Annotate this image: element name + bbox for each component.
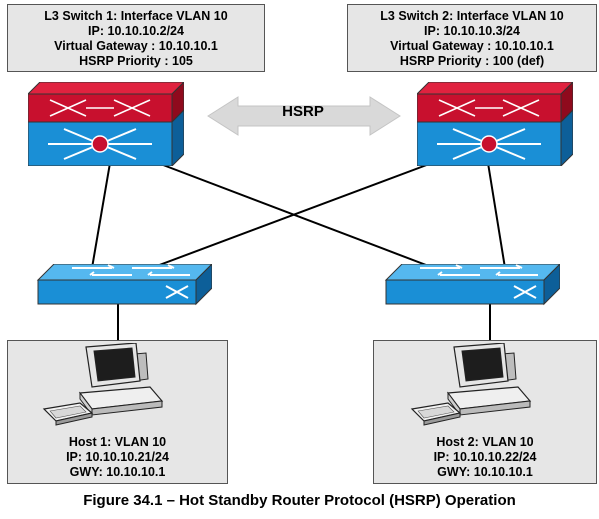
l3-switch-1-info: L3 Switch 1: Interface VLAN 10 IP: 10.10… [7, 4, 265, 72]
host-line: GWY: 10.10.10.1 [437, 465, 533, 479]
host-1-label: Host 1: VLAN 10 IP: 10.10.10.21/24 GWY: … [7, 435, 228, 480]
link-l3sw2-accsw2 [487, 162, 506, 269]
l3-switch-1-icon [28, 82, 184, 166]
info-line: IP: 10.10.10.2/24 [88, 24, 184, 38]
info-line: L3 Switch 2: Interface VLAN 10 [380, 9, 564, 23]
host-line: GWY: 10.10.10.1 [69, 465, 166, 479]
hsrp-label: HSRP [282, 103, 324, 120]
l3-switch-2-info: L3 Switch 2: Interface VLAN 10 IP: 10.10… [347, 4, 597, 72]
info-line: Virtual Gateway : 10.10.10.1 [390, 39, 554, 53]
host-2-computer-icon [410, 343, 532, 426]
host-1-computer-icon [42, 343, 164, 426]
access-switch-2-icon [384, 264, 560, 306]
info-line: L3 Switch 1: Interface VLAN 10 [44, 9, 228, 23]
access-switch-1-icon [36, 264, 212, 306]
link-l3sw1-accsw1 [91, 162, 111, 269]
info-line: Virtual Gateway : 10.10.10.1 [54, 39, 218, 53]
host-line: IP: 10.10.10.21/24 [66, 450, 169, 464]
hsrp-arrow [207, 96, 401, 136]
host-line: IP: 10.10.10.22/24 [433, 450, 537, 464]
figure-caption: Figure 34.1 – Hot Standby Router Protoco… [83, 492, 516, 509]
host-line: Host 2: VLAN 10 [436, 435, 534, 449]
host-2-label: Host 2: VLAN 10 IP: 10.10.10.22/24 GWY: … [373, 435, 597, 480]
host-line: Host 1: VLAN 10 [68, 435, 167, 449]
link-l3sw2-accsw1 [129, 159, 441, 277]
l3-switch-2-icon [417, 82, 573, 166]
link-l3sw1-accsw2 [149, 159, 456, 277]
info-line: HSRP Priority : 105 [79, 54, 193, 68]
info-line: IP: 10.10.10.3/24 [424, 24, 520, 38]
info-line: HSRP Priority : 100 (def) [399, 54, 545, 68]
